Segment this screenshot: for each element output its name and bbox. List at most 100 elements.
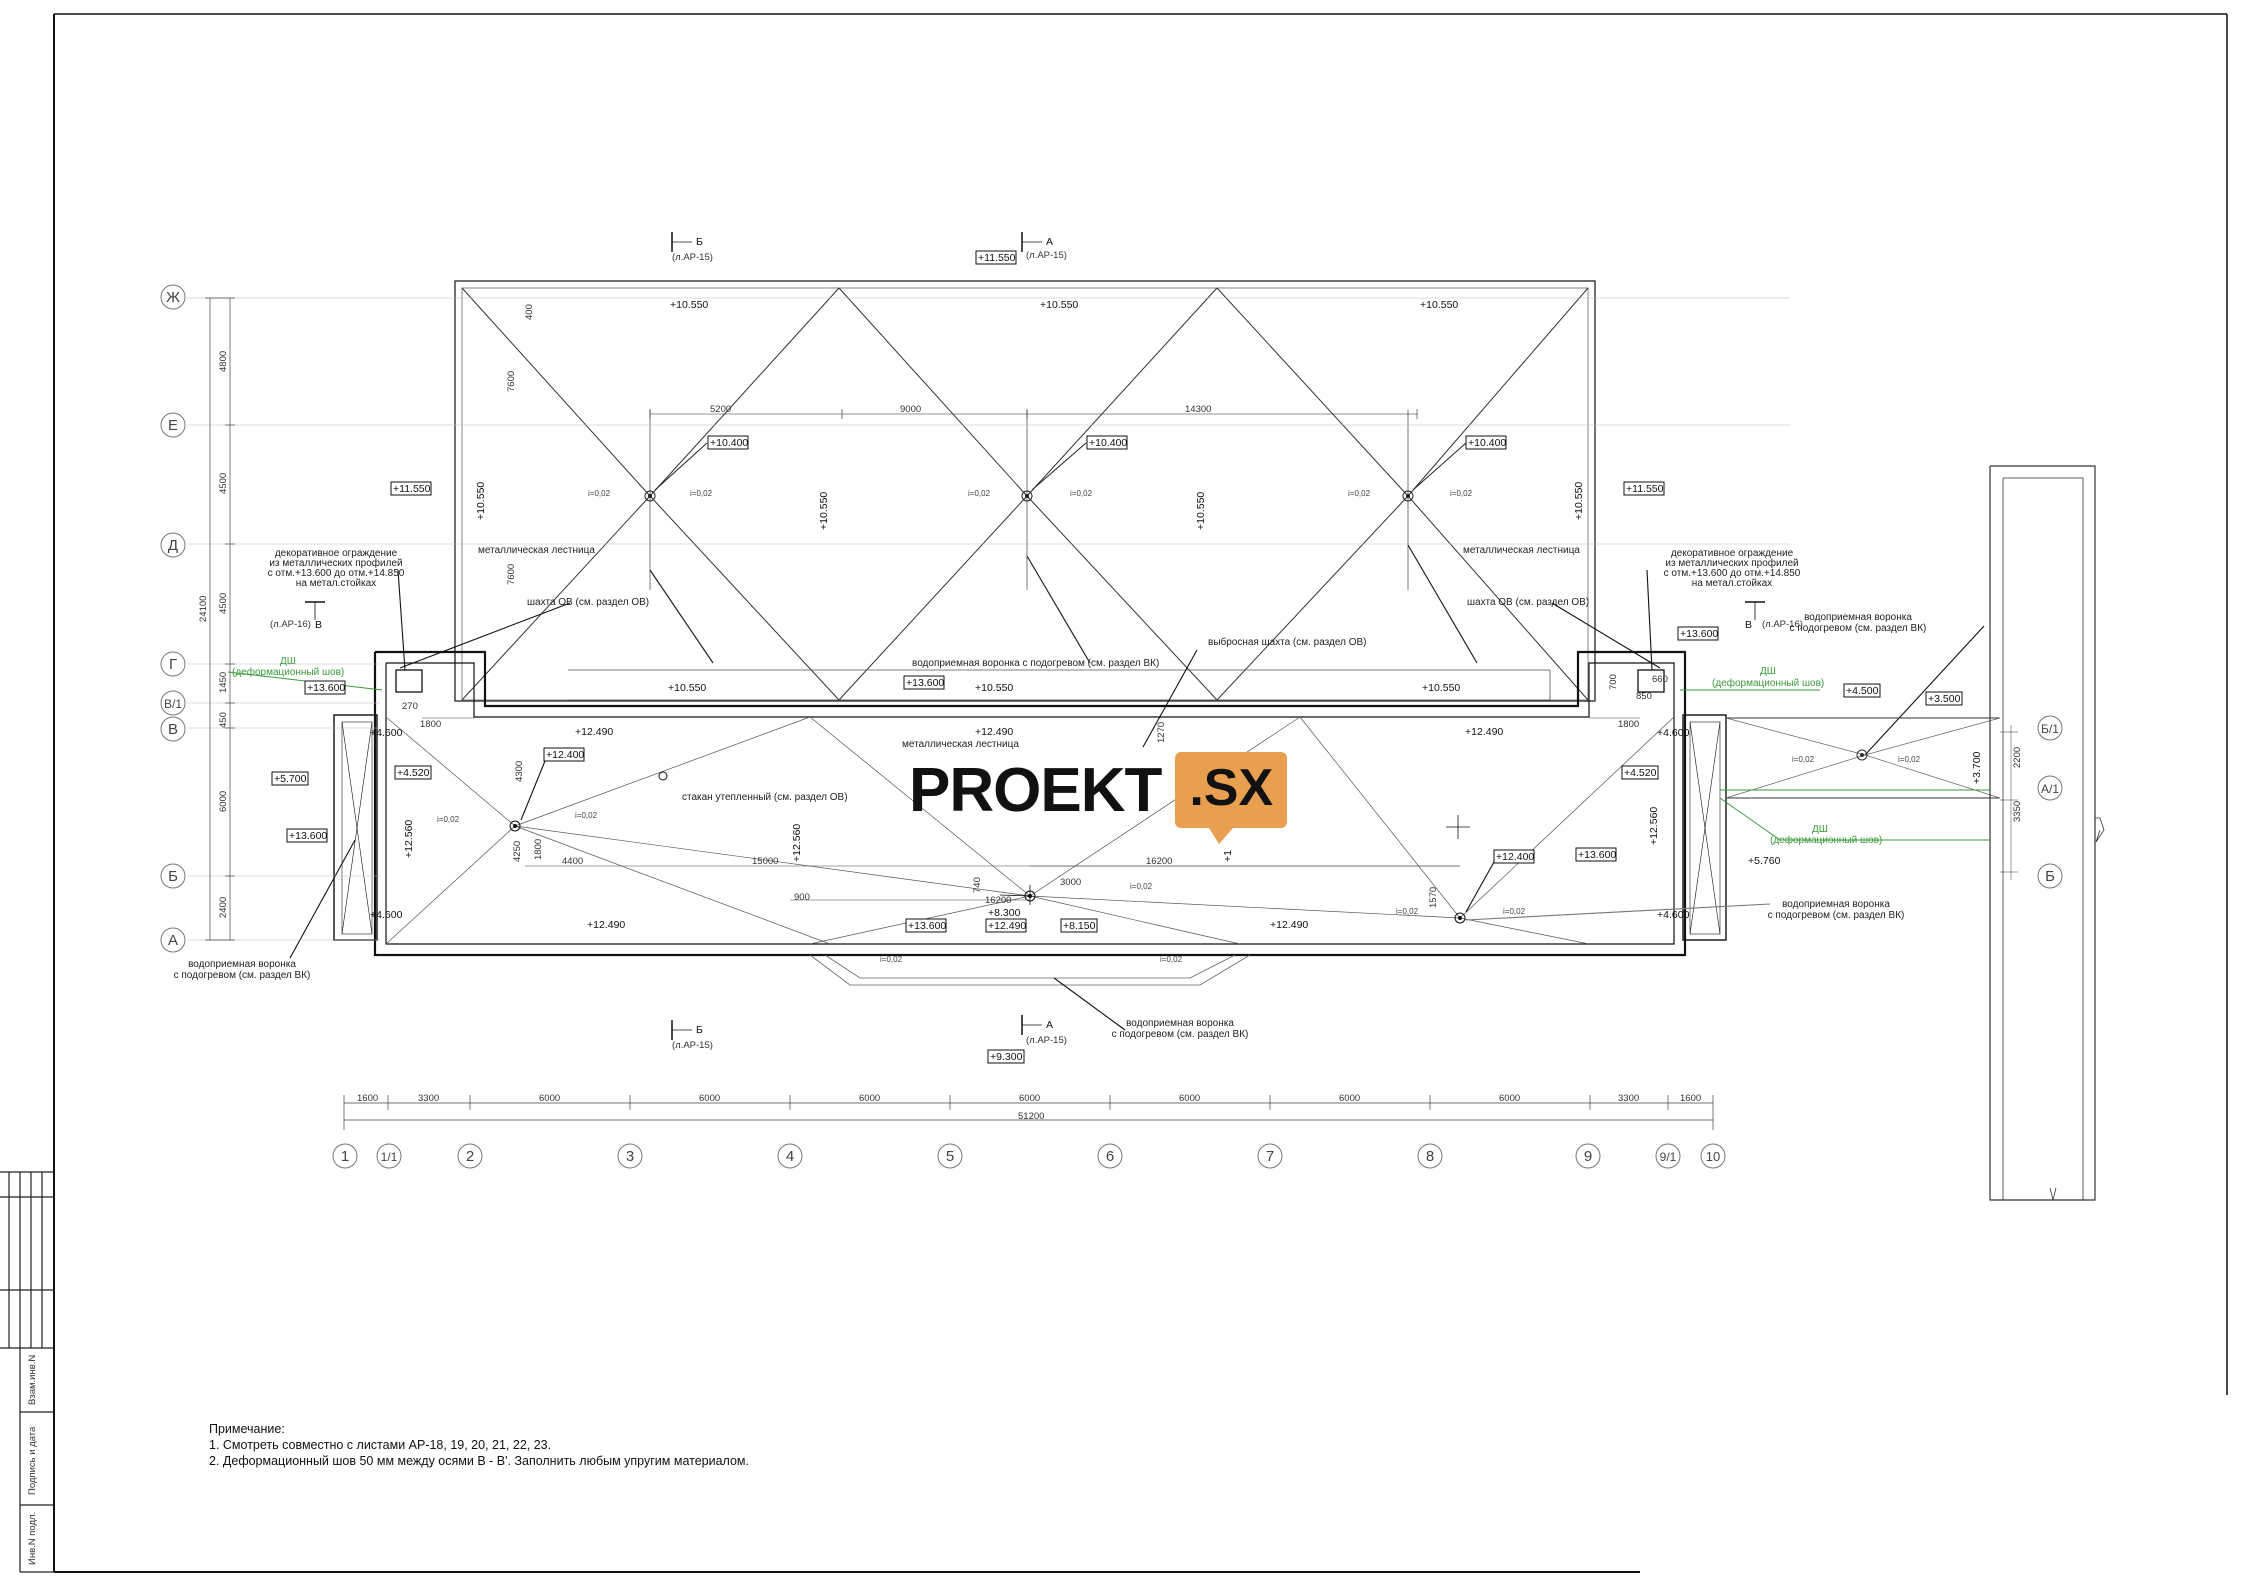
axis-labels-h: 1 1/1 2 3 4 5 6 7 8 9 9/1 10 (341, 1148, 1720, 1165)
svg-text:6000: 6000 (1499, 1093, 1520, 1104)
level-label: +3.500 (1928, 693, 1961, 705)
watermark-logo: PROEKT .SX (909, 746, 1288, 844)
svg-text:6000: 6000 (1019, 1093, 1040, 1104)
level-label: +12.490 (975, 726, 1013, 738)
svg-text:В/1: В/1 (164, 697, 182, 711)
callout-funnel-center: водоприемная воронка с подогревом (см. р… (912, 658, 1159, 669)
level-label: +10.550 (670, 299, 708, 311)
callout-ladder-center: металлическая лестница (902, 739, 1019, 750)
level-label: +4.600 (370, 909, 403, 921)
callout-dsh-right: (деформационный шов) (1712, 677, 1824, 689)
svg-text:Б: Б (2045, 868, 2055, 885)
section-ref: (л.АР-15) (1026, 250, 1067, 261)
level-label: +10.400 (1468, 437, 1506, 449)
level-label: +13.600 (1680, 628, 1718, 640)
level-label: +10.550 (475, 482, 487, 520)
stamp-inv-podl: Инв.N подл. (27, 1512, 38, 1565)
level-label: +13.600 (908, 920, 946, 932)
callout-decor-left: с отм.+13.600 до отм.+14.850 (268, 568, 405, 579)
svg-text:Ж: Ж (166, 289, 180, 306)
callout-decor-right: из металлических профилей (1665, 557, 1798, 569)
svg-text:3300: 3300 (1618, 1093, 1639, 1104)
level-label: +11.550 (978, 252, 1016, 264)
level-label: +10.550 (1573, 482, 1585, 520)
section-ref: (л.АР-15) (672, 252, 713, 263)
section-ref: (л.АР-15) (672, 1040, 713, 1051)
level-label: +12.490 (575, 726, 613, 738)
axis-bubbles-v (160, 284, 2063, 953)
lower-roof (289, 569, 1985, 1031)
level-label: +10.550 (1422, 682, 1460, 694)
svg-text:1800: 1800 (420, 719, 441, 730)
callout-funnel-br: с подогревом (см. раздел ВК) (1768, 910, 1905, 921)
level-label: +9.300 (990, 1051, 1023, 1063)
slope-label: i=0,02 (1450, 489, 1473, 498)
level-label: +13.600 (307, 682, 345, 694)
callout-decor-left: из металлических профилей (269, 557, 402, 569)
callout-funnel-bc: с подогревом (см. раздел ВК) (1112, 1029, 1249, 1040)
callout-ladder-left: металлическая лестница (478, 545, 595, 556)
svg-text:4500: 4500 (218, 593, 229, 614)
svg-text:Е: Е (168, 417, 178, 434)
section-label: В (315, 619, 322, 631)
level-label: +4.600 (1657, 727, 1690, 739)
slope-label: i=0,02 (1348, 489, 1371, 498)
slope-label: i=0,02 (437, 815, 460, 824)
level-label: +4.600 (370, 727, 403, 739)
callout-shaft-right: шахта ОВ (см. раздел ОВ) (1467, 597, 1589, 608)
slope-label: i=0,02 (1160, 955, 1183, 964)
level-label: +12.560 (791, 824, 803, 862)
level-label: +10.550 (975, 682, 1013, 694)
level-boxes (271, 250, 1963, 1064)
level-label: +5.700 (274, 773, 307, 785)
svg-text:4800: 4800 (218, 351, 229, 372)
slope-label: i=0,02 (1130, 882, 1153, 891)
svg-text:1270: 1270 (1156, 722, 1167, 743)
svg-text:В: В (168, 721, 178, 738)
level-label: +13.600 (906, 677, 944, 689)
slope-label: i=0,02 (1396, 907, 1419, 916)
slope-marks: i=0,02 i=0,02 i=0,02 i=0,02 i=0,02 i=0,0… (437, 489, 1921, 964)
level-label: +12.560 (403, 820, 415, 858)
watermark-badge: .SX (1175, 752, 1288, 844)
slope-label: i=0,02 (588, 489, 611, 498)
level-label: +4.520 (1624, 767, 1657, 779)
svg-text:А: А (168, 932, 178, 949)
callout-exhaust: выбросная шахта (см. раздел ОВ) (1208, 636, 1367, 648)
level-label: +8.150 (1063, 920, 1096, 932)
svg-text:6000: 6000 (699, 1093, 720, 1104)
svg-text:4: 4 (786, 1148, 794, 1165)
level-label: +12.560 (1648, 807, 1660, 845)
stamp-vzam: Взам.инв.N (27, 1355, 38, 1405)
svg-text:1600: 1600 (1680, 1093, 1701, 1104)
slope-label: i=0,02 (880, 955, 903, 964)
left-dims: 4800 4500 4500 1450 450 6000 2400 24100 (198, 351, 229, 918)
level-label: +12.400 (1496, 851, 1534, 863)
bottom-dim-chain (343, 1095, 1714, 1130)
slope-label: i=0,02 (1898, 755, 1921, 764)
svg-text:3: 3 (626, 1148, 634, 1165)
misc-dims: 5200 9000 14300 400 7600 7600 1800 1800 … (402, 304, 2023, 908)
section-ref: (л.АР-15) (1026, 1035, 1067, 1046)
svg-text:900: 900 (794, 892, 810, 903)
svg-text:4300: 4300 (514, 761, 525, 782)
bottom-dims: 1600 3300 6000 6000 6000 6000 6000 6000 … (357, 1093, 1701, 1122)
level-label: +4.520 (397, 767, 430, 779)
svg-text:1600: 1600 (357, 1093, 378, 1104)
svg-text:Б/1: Б/1 (2041, 722, 2059, 736)
callout-funnel-bl: водоприемная воронка (188, 959, 296, 970)
section-label: Б (696, 1024, 703, 1036)
svg-text:9000: 9000 (900, 404, 921, 415)
axis-grid-lines (187, 297, 1790, 941)
svg-text:А/1: А/1 (2041, 782, 2059, 796)
svg-text:2200: 2200 (2012, 747, 2023, 768)
right-annex (1725, 465, 2105, 1201)
svg-text:3300: 3300 (418, 1093, 439, 1104)
level-label: +11.550 (1626, 483, 1664, 495)
svg-text:6000: 6000 (539, 1093, 560, 1104)
svg-text:4250: 4250 (512, 841, 523, 862)
slope-label: i=0,02 (575, 811, 598, 820)
section-markers (305, 232, 1765, 1040)
notes-line-2: 2. Деформационный шов 50 мм между осями … (209, 1454, 749, 1468)
